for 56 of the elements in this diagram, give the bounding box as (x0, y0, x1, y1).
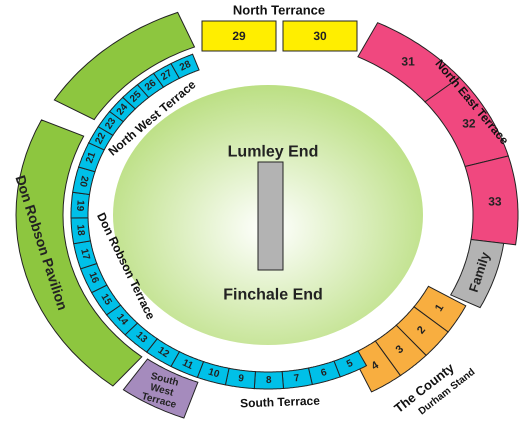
section-number: 31 (401, 54, 415, 68)
section-number: 6 (320, 367, 328, 380)
section-number: 18 (74, 224, 86, 236)
field-end-label: Finchale End (223, 286, 323, 304)
section-number: 15 (98, 292, 114, 308)
section-name: South West Terrace (140, 370, 180, 411)
seating-section (413, 286, 466, 333)
seating-section (170, 54, 200, 80)
stand-title: South Terrace (240, 394, 320, 410)
section-number: 14 (114, 312, 130, 328)
section-number: 9 (237, 372, 245, 385)
section-number: 5 (345, 358, 355, 370)
section-number: 28 (178, 58, 193, 74)
seating-section (224, 368, 256, 390)
seating-section (70, 217, 92, 244)
stand-title: North Terrance (232, 2, 326, 18)
section-number: 23 (103, 116, 118, 132)
section-number: 32 (462, 116, 476, 130)
section-number: 26 (142, 78, 158, 94)
seating-section (464, 155, 518, 246)
section-number: 24 (114, 102, 130, 118)
seating-section (202, 20, 276, 52)
seating-section (254, 370, 284, 390)
seating-section (395, 306, 449, 356)
seating-section (282, 20, 358, 52)
section-number: 7 (293, 372, 300, 384)
section-number: 21 (84, 150, 98, 165)
section-number: 17 (78, 248, 92, 261)
section-number: 10 (206, 366, 221, 380)
section-number: 8 (266, 375, 272, 386)
section-name: Don Robson Pavilion (12, 173, 72, 312)
section-number: 25 (128, 89, 144, 105)
section-number: 29 (232, 29, 246, 43)
seating-section (308, 360, 341, 386)
seating-section (450, 238, 504, 308)
section-number: 30 (313, 29, 327, 43)
section-number: 13 (133, 330, 150, 346)
seating-section (122, 358, 199, 419)
seating-section (70, 192, 90, 218)
seating-section (282, 367, 313, 390)
section-number: 20 (76, 174, 90, 188)
section-number: 12 (156, 344, 171, 360)
section-number: 2 (414, 324, 428, 336)
section-number: 1 (432, 302, 446, 314)
pitch-strip (258, 162, 284, 270)
section-number: 4 (369, 359, 381, 373)
section-number: 27 (159, 68, 174, 84)
section-number: 11 (180, 357, 195, 372)
seating-section (333, 350, 368, 378)
section-name: Family (466, 250, 493, 294)
section-number: 16 (86, 270, 101, 285)
section-number: 19 (74, 200, 86, 212)
section-number: 22 (93, 131, 108, 146)
section-number: 3 (394, 343, 406, 356)
field-end-label: Lumley End (228, 144, 318, 160)
section-number: 33 (488, 194, 502, 208)
